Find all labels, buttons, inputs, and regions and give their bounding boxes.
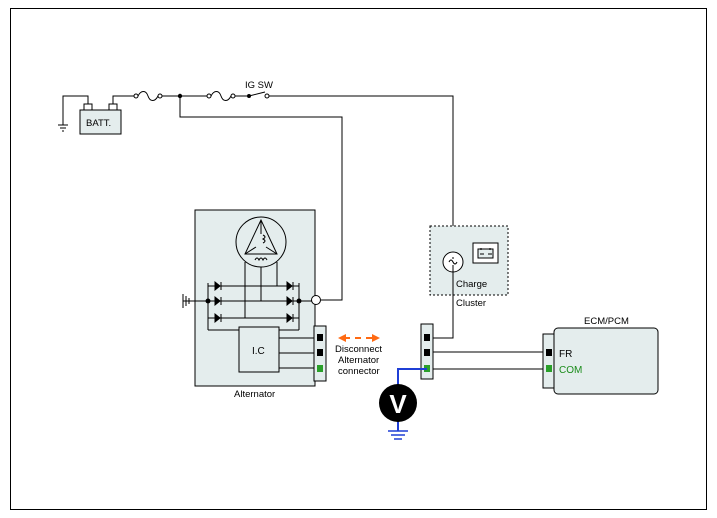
fuse-icon: [206, 91, 236, 101]
ig-switch-label: IG SW: [245, 80, 273, 91]
ground-icon: [58, 124, 68, 132]
voltmeter-icon: V: [379, 384, 417, 422]
ecm-pcm: FR COM: [542, 327, 659, 395]
battery-icon: [472, 242, 499, 264]
alternator: I.C Alternator: [194, 209, 327, 400]
com-label: COM: [559, 365, 582, 376]
harness-connector: [420, 323, 434, 380]
lamp-wire: [430, 272, 454, 339]
fuse-icon: [133, 91, 163, 101]
diode-icon: [286, 280, 294, 324]
warning-lamp-icon: [442, 251, 464, 273]
diode-icon: [214, 280, 222, 324]
ic-label: I.C: [252, 346, 265, 357]
ecm-label: ECM/PCM: [584, 316, 629, 327]
stator-icon: [235, 216, 287, 268]
instruction-line-3: connector: [338, 366, 380, 377]
ignition-wire: [269, 95, 454, 257]
ground-icon: [182, 294, 194, 308]
alternator-label: Alternator: [234, 389, 275, 400]
cluster: Charge: [429, 225, 509, 296]
b-plus-wire: [179, 96, 343, 301]
switch-icon: [247, 91, 270, 99]
instruction-line-1: Disconnect: [335, 344, 382, 355]
battery: BATT.: [79, 103, 122, 135]
cluster-label: Cluster: [456, 298, 486, 309]
ground-icon: [388, 430, 408, 440]
instruction-line-2: Alternator: [338, 355, 379, 366]
charge-label: Charge: [456, 279, 487, 290]
battery-positive-wire: [112, 95, 136, 104]
ic-regulator: [238, 326, 280, 373]
voltmeter-label: V: [389, 389, 407, 419]
fr-label: FR: [559, 349, 572, 360]
disconnect-arrows: [338, 334, 380, 342]
probe-wire-positive: [397, 368, 427, 385]
diagram-frame: [10, 8, 707, 510]
battery-label: BATT.: [86, 118, 111, 129]
battery-ground-wire: [62, 95, 89, 125]
b-terminal: [311, 295, 321, 305]
